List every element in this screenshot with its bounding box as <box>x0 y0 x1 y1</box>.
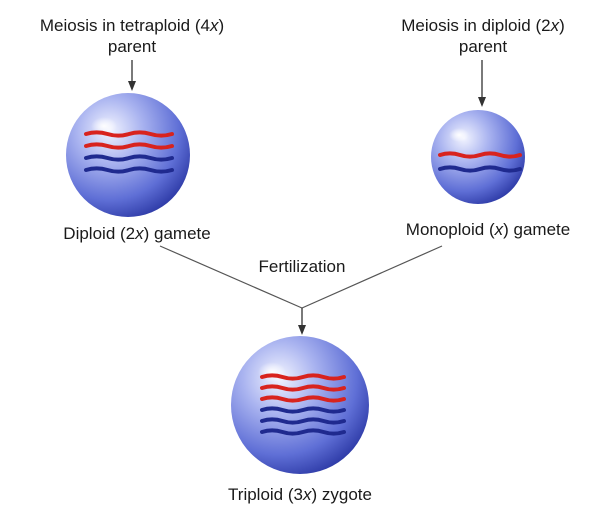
triploid-zygote-cell <box>231 336 369 474</box>
left-fertilization-line <box>160 246 302 308</box>
monoploid-gamete-cell <box>431 110 525 204</box>
diploid-gamete-cell <box>66 93 190 217</box>
right-fertilization-line <box>302 246 442 308</box>
